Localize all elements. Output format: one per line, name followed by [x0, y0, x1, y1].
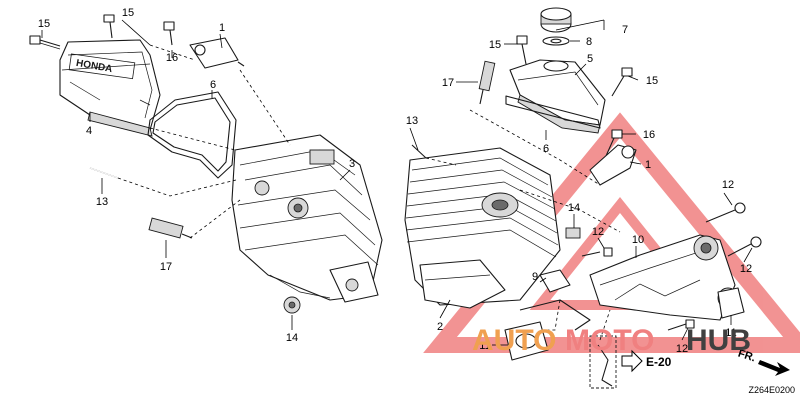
- callout-11: 11: [479, 340, 490, 352]
- gasket-part-11-left: [504, 321, 549, 361]
- callout-16: 16: [166, 52, 178, 64]
- leader-lines: [41, 19, 753, 346]
- callout-16: 16: [643, 129, 655, 141]
- callout-15: 15: [646, 75, 658, 87]
- bolt-15-top: [103, 14, 115, 39]
- callout-numbers: 15 15 1 16 6 4 3 13 17 14 7 8 15 5 15 17…: [38, 7, 752, 355]
- callout-12: 12: [740, 263, 752, 275]
- nut-14-left: [283, 296, 301, 314]
- bolt-15-right: [611, 67, 633, 97]
- callout-15: 15: [38, 18, 50, 30]
- watermark-moto: MOTO: [565, 324, 654, 357]
- callout-13: 13: [96, 196, 108, 208]
- callout-12: 12: [676, 343, 688, 355]
- bolt-15-left: [29, 35, 61, 50]
- callout-3: 3: [349, 158, 355, 170]
- watermark-auto: AUTO: [472, 324, 556, 357]
- bracket-1-center: [589, 144, 637, 186]
- bolt-16-left: [163, 21, 175, 46]
- stud-13-center: [411, 144, 427, 159]
- reference-label: E-20: [646, 355, 672, 369]
- spark-plug-17-center: [478, 60, 496, 105]
- washer-part-8: [542, 36, 570, 46]
- callout-1: 1: [219, 22, 225, 34]
- callout-13: 13: [406, 115, 418, 127]
- bolt-15-center: [516, 35, 528, 65]
- bolt-12-top: [705, 202, 746, 223]
- callout-14: 14: [568, 202, 580, 214]
- callout-5: 5: [587, 53, 593, 65]
- callout-1: 1: [645, 159, 651, 171]
- callout-4: 4: [86, 125, 92, 137]
- callout-2: 2: [437, 321, 443, 333]
- gasket-part-6-center: [505, 95, 601, 129]
- bolt-12-bottom: [667, 319, 695, 331]
- callout-12: 12: [722, 179, 734, 191]
- callout-17: 17: [160, 261, 172, 273]
- front-direction-indicator: FR.: [736, 348, 790, 376]
- callout-12: 12: [592, 226, 604, 238]
- gasket-part-11-right: [717, 287, 745, 319]
- callout-6: 6: [210, 79, 216, 91]
- watermark-text: AUTO MOTO HUB: [472, 324, 751, 357]
- callout-17: 17: [442, 77, 454, 89]
- watermark-hub: HUB: [686, 324, 751, 357]
- callout-15: 15: [489, 39, 501, 51]
- guide-part-9: [519, 269, 591, 331]
- stud-13-left: [89, 167, 119, 179]
- callout-15: 15: [122, 7, 134, 19]
- oil-cap-part-7: [540, 7, 572, 33]
- cylinder-part-2: [404, 147, 561, 309]
- bolt-12-right: [727, 236, 762, 257]
- head-cover-part-4: HONDA: [59, 39, 161, 137]
- callout-7: 7: [622, 24, 628, 36]
- callout-9: 9: [532, 271, 538, 283]
- spark-plug-17-left: [148, 217, 193, 239]
- reference-arrow-e20: E-20: [621, 349, 672, 373]
- callout-6: 6: [543, 143, 549, 155]
- callout-14: 14: [286, 332, 298, 344]
- clip-part-14-right: [565, 227, 581, 239]
- callout-8: 8: [586, 36, 592, 48]
- callout-10: 10: [632, 234, 644, 246]
- bolt-12-left: [581, 247, 613, 257]
- cylinder-head-part-3-left: [231, 134, 383, 303]
- bracket-1-left: [189, 37, 245, 69]
- head-cover-part-5: [509, 59, 606, 134]
- diagram-code: Z264E0200: [748, 385, 795, 395]
- front-direction-label: FR.: [736, 348, 757, 365]
- ref-box-e20: [589, 335, 617, 389]
- gasket-part-6-left: [147, 91, 237, 179]
- callout-11: 11: [725, 327, 736, 339]
